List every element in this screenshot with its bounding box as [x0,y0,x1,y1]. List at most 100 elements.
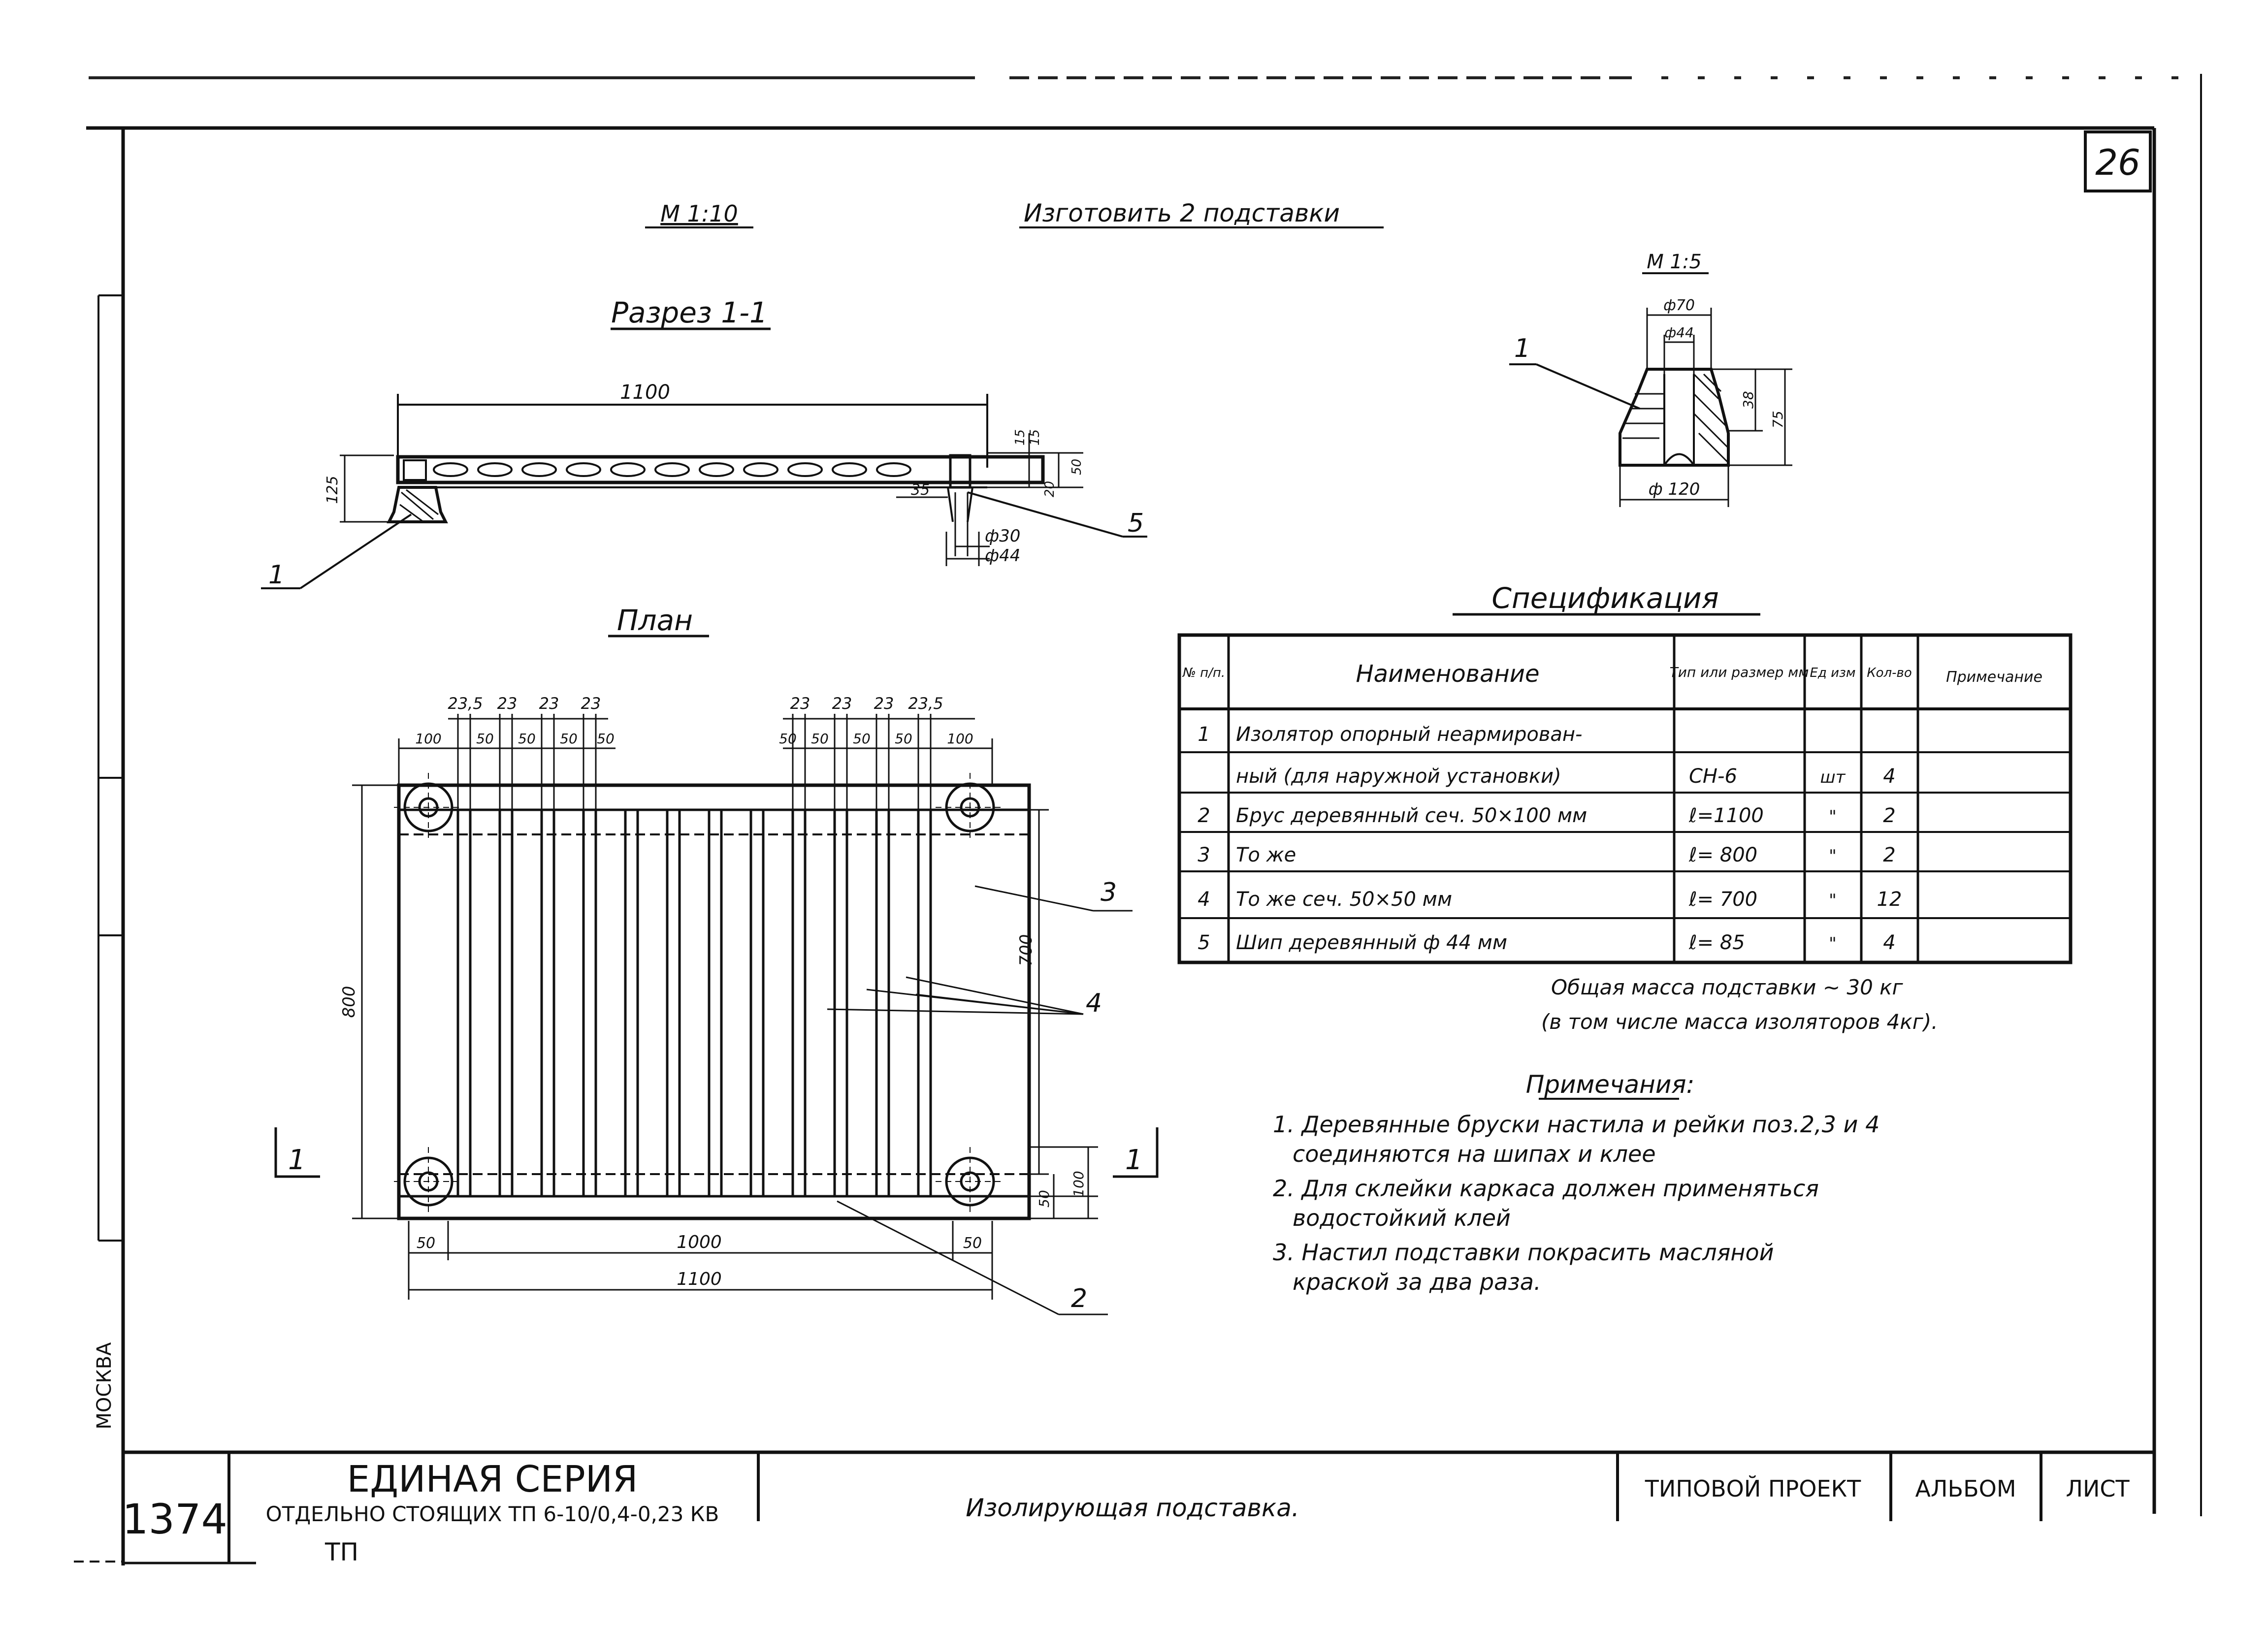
spec-row-6-name: Шип деревянный ф 44 мм [1236,931,1507,954]
spec-row-5-type: ℓ= 700 [1688,888,1757,911]
main-scale-label: М 1:10 [660,200,738,227]
detail-dim-70: ф70 [1663,297,1695,314]
spec-row-3-name: Брус деревянный сеч. 50×100 мм [1236,804,1587,827]
section-dim-length: 1100 [620,381,670,404]
note-line-6: краской за два раза. [1293,1269,1541,1295]
note-line-5: 3. Настил подставки покрасить масляной [1273,1239,1774,1266]
insulator-detail [1509,308,1792,507]
section-dim-15a: 15 [1013,429,1028,446]
spec-header-num: № п/п. [1182,666,1225,680]
spec-row-4-type: ℓ= 800 [1688,844,1757,866]
detail-dim-120: ф 120 [1649,479,1700,499]
album-label: АЛЬБОМ [1915,1475,2016,1502]
title-block [74,1452,2042,1564]
detail-scale-label: М 1:5 [1647,251,1702,273]
plan-left-spacing-1: 23,5 [448,694,483,713]
note-line-1: 1. Деревянные бруски настила и рейки поз… [1273,1111,1879,1138]
note-line-2: соединяются на шипах и клее [1293,1141,1656,1167]
spec-row-3-type: ℓ=1100 [1688,804,1764,827]
spec-row-5-unit: " [1829,891,1837,910]
spec-row-5-num: 4 [1198,888,1210,911]
spec-row-3-unit: " [1829,807,1837,827]
spec-row-3-qty: 2 [1883,804,1895,827]
note-line-4: водостойкий клей [1293,1205,1511,1231]
series-line-3: ТП [324,1538,358,1566]
section-left-insulator [387,486,448,523]
section-board [396,455,1045,484]
sheet-label: ЛИСТ [2066,1475,2130,1502]
spec-row-4-name: То же [1236,844,1296,866]
drawing-frame [86,74,2202,1565]
spec-row-6-unit: " [1829,934,1837,954]
plan-left-spacing-4: 23 [581,694,601,713]
spec-row-6-type: ℓ= 85 [1688,931,1745,954]
plan-left-spacing-2: 23 [497,694,518,713]
plan-left-bottom-5: 50 [597,731,615,747]
callout-1-section: 1 [268,560,285,590]
section-view [340,394,1083,566]
spec-row-2-name: ный (для наружной установки) [1236,765,1561,788]
plan-dim-left-50: 50 [417,1235,435,1252]
plan-slats [456,810,932,1196]
spec-row-5-name: То же сеч. 50×50 мм [1236,888,1452,911]
section-dim-dia30: ф30 [985,526,1020,546]
series-line-2: ОТДЕЛЬНО СТОЯЩИХ ТП 6-10/0,4-0,23 КВ [266,1502,719,1526]
series-line-1: ЕДИНАЯ СЕРИЯ [347,1458,638,1500]
section-dim-dia44: ф44 [985,546,1020,566]
spec-row-4-unit: " [1829,846,1837,866]
spec-header-note: Примечание [1946,669,2042,686]
section-dim-50: 50 [1069,459,1084,475]
plan-left-bottom-4: 50 [560,731,578,747]
side-city-label: МОСКВА [93,1342,116,1430]
plan-dim-50-right: 50 [1036,1190,1052,1208]
drawing-name: Изолирующая подставка. [966,1494,1299,1522]
plan-left-bottom-3: 50 [518,731,536,747]
spec-row-6-num: 5 [1198,931,1210,954]
spec-header-qty: Кол-во [1867,666,1912,680]
plan-title: План [617,604,693,637]
spec-row-1-num: 1 [1198,723,1210,746]
note-line-3: 2. Для склейки каркаса должен применятьс… [1273,1175,1819,1202]
detail-dim-44: ф44 [1664,324,1694,341]
plan-dim-800: 800 [339,986,359,1018]
plan-right-bottom-5: 100 [947,731,973,747]
section-mark-left: 1 [288,1144,306,1176]
spec-row-2-qty: 4 [1883,765,1895,788]
mass-line-1: Общая масса подставки ~ 30 кг [1551,975,1904,999]
plan-dim-1000: 1000 [677,1232,722,1252]
callout-3: 3 [1101,878,1117,907]
plan-left-bottom-2: 50 [476,731,494,747]
plan-right-bottom-2: 50 [811,731,829,747]
spec-row-3-num: 2 [1198,804,1210,827]
plan-dim-700: 700 [1016,934,1036,966]
plan-right-spacing-2: 23 [832,694,852,713]
sheet-number-box: 26 [2084,130,2152,192]
callout-5: 5 [1128,509,1144,538]
plan-outline [397,783,1031,1220]
plan-dim-100: 100 [1070,1171,1087,1197]
section-dim-35: 35 [911,481,930,499]
spec-header-unit: Ед изм [1810,666,1855,680]
plan-left-bottom-1: 100 [415,731,441,747]
plan-left-spacing-3: 23 [539,694,559,713]
section-dim-20: 20 [1042,481,1057,497]
callout-1-detail: 1 [1514,334,1530,363]
spec-title: Спецификация [1491,581,1718,615]
plan-right-spacing-1: 23 [790,694,810,713]
plan-view [274,714,1159,1315]
section-dim-height: 125 [324,476,341,504]
spec-row-5-qty: 12 [1877,888,1902,911]
spec-row-2-type: СН-6 [1689,765,1737,788]
sheet-number: 26 [2095,142,2140,183]
callout-4: 4 [1086,989,1102,1018]
plan-right-bottom-4: 50 [895,731,912,747]
section-rails [433,462,911,477]
plan-dim-right-50: 50 [963,1235,982,1252]
section-right-pin [949,454,972,489]
plan-right-spacing-3: 23 [874,694,894,713]
plan-right-spacing-4: 23,5 [908,694,943,713]
spec-header-name: Наименование [1356,660,1539,688]
spec-row-2-unit: шт [1820,767,1846,787]
plan-right-bottom-3: 50 [853,731,871,747]
spec-row-1-name: Изолятор опорный неармирован- [1236,723,1582,746]
